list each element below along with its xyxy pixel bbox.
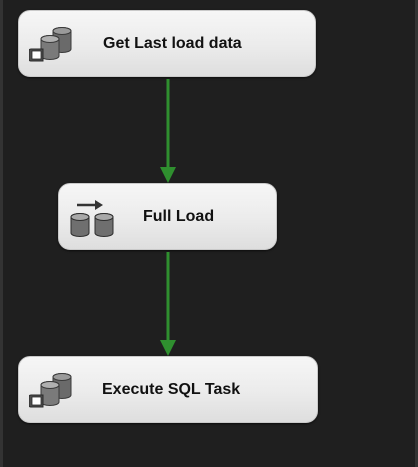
- task-label: Execute SQL Task: [102, 380, 241, 398]
- canvas-right-border: [415, 0, 418, 467]
- task-full-load[interactable]: Full Load: [58, 183, 277, 250]
- task-get-last-load-data[interactable]: Get Last load data: [18, 10, 316, 77]
- task-execute-sql[interactable]: Execute SQL Task: [18, 356, 318, 423]
- execute-sql-icon: [29, 27, 72, 62]
- task-label: Get Last load data: [103, 34, 242, 52]
- precedence-constraint-arrow[interactable]: [158, 250, 178, 357]
- execute-sql-icon: [29, 373, 72, 408]
- task-label: Full Load: [143, 207, 215, 225]
- canvas-left-border: [0, 0, 3, 467]
- precedence-constraint-arrow[interactable]: [158, 77, 178, 184]
- data-flow-icon: [70, 200, 114, 237]
